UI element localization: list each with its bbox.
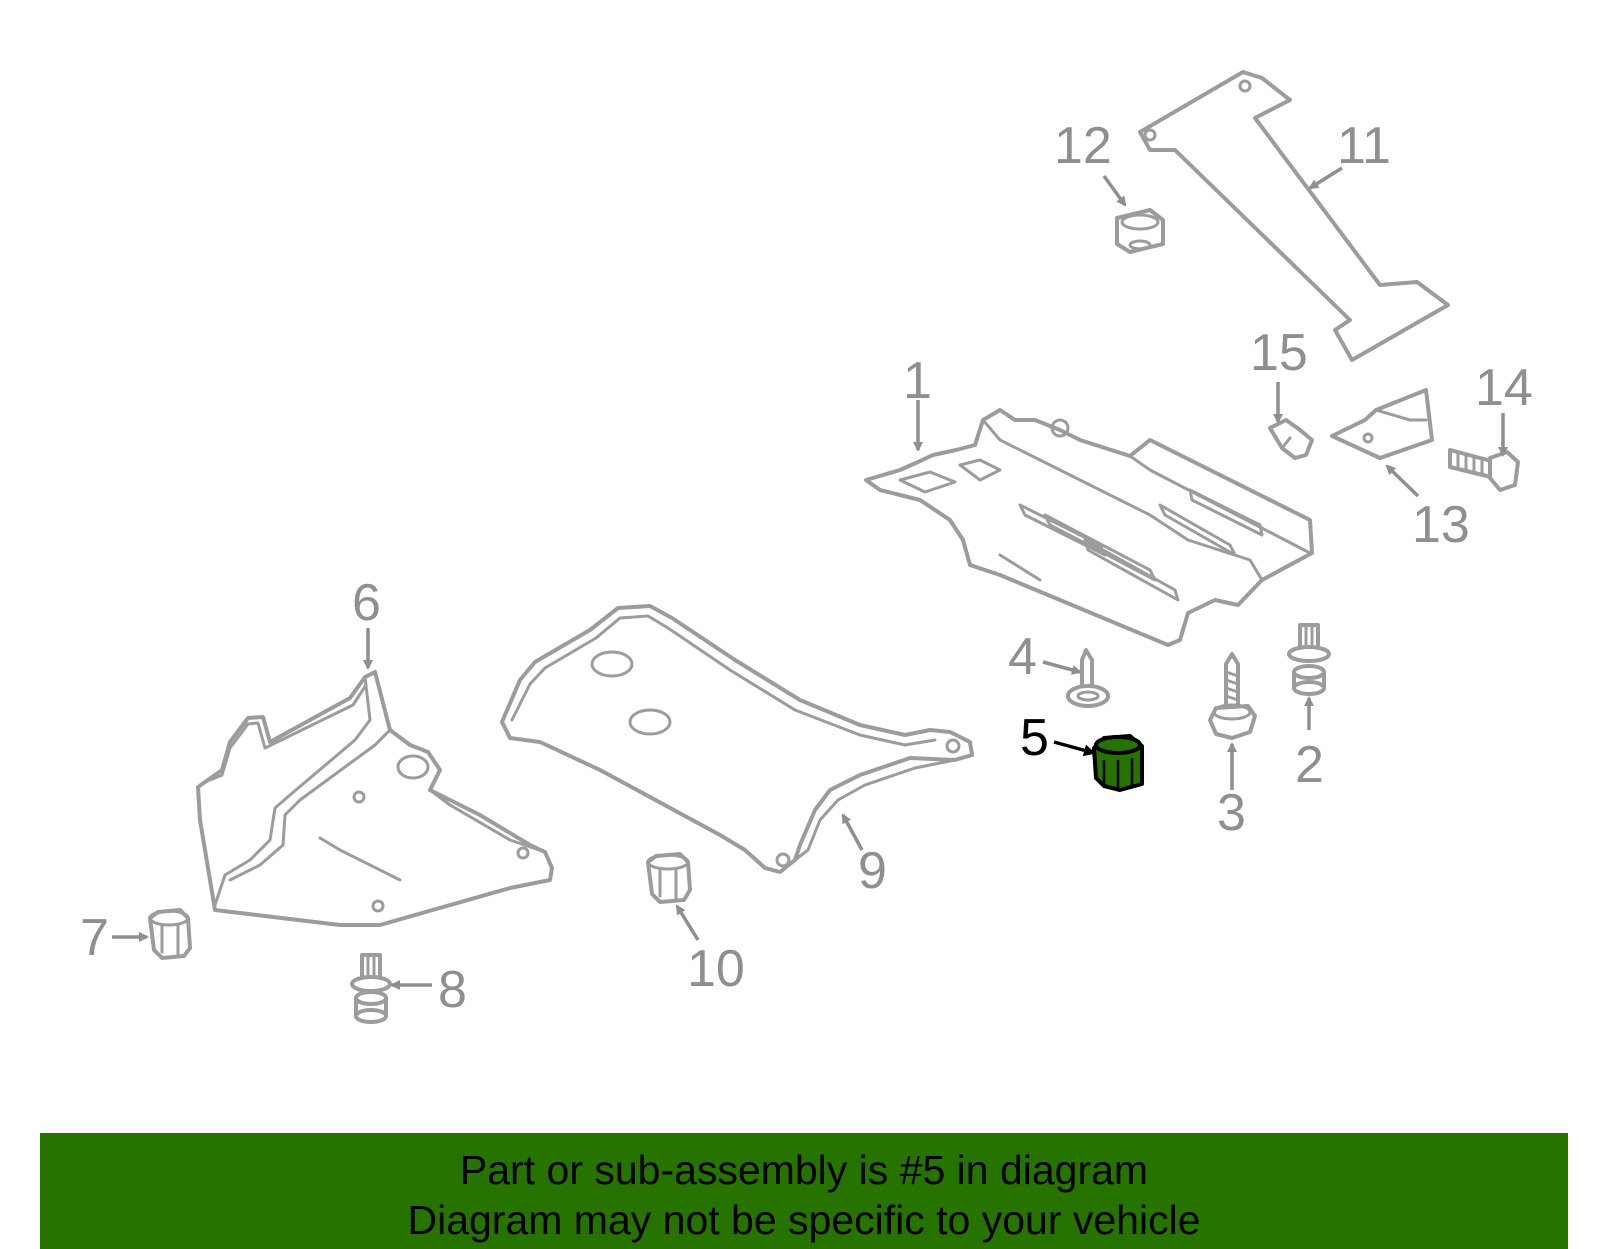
callout-13: 13 — [1412, 496, 1470, 554]
part-3-bolt — [1208, 652, 1257, 740]
arrow-11 — [1308, 166, 1343, 190]
part-8-clip — [350, 953, 392, 1024]
arrow-4 — [1042, 660, 1082, 675]
part-6-shield — [196, 670, 554, 927]
callout-12: 12 — [1054, 117, 1112, 175]
callout-7: 7 — [80, 909, 109, 967]
part-1-shield — [864, 408, 1314, 647]
callout-9: 9 — [858, 842, 887, 900]
arrow-13 — [1385, 464, 1420, 498]
part-2-clip — [1287, 623, 1331, 696]
banner-line-2: Diagram may not be specific to your vehi… — [407, 1197, 1201, 1243]
part-4-screw — [1066, 648, 1110, 708]
part-14-bolt — [1448, 448, 1520, 492]
arrow-12 — [1102, 174, 1127, 207]
callout-15: 15 — [1250, 324, 1308, 382]
callout-10: 10 — [687, 940, 745, 998]
callout-8: 8 — [438, 961, 467, 1019]
callout-2: 2 — [1295, 736, 1324, 794]
arrow-10 — [675, 904, 700, 941]
callout-4: 4 — [1008, 628, 1037, 686]
arrow-5 — [1053, 740, 1096, 757]
callout-labels: 1 2 3 4 5 6 7 8 9 10 11 12 13 14 15 — [80, 117, 1533, 1019]
leader-arrows — [112, 166, 1508, 990]
callout-11: 11 — [1337, 117, 1391, 175]
callout-3: 3 — [1217, 784, 1246, 842]
part-7-nut — [148, 908, 192, 960]
part-5-nut-highlighted — [1092, 734, 1144, 792]
parts-diagram: 1 2 3 4 5 6 7 8 9 10 11 12 13 14 15 — [80, 70, 1533, 1024]
part-15-clip — [1268, 418, 1314, 460]
info-banner: Part or sub-assembly is #5 in diagram Di… — [40, 1133, 1568, 1249]
part-12-nut — [1115, 208, 1165, 254]
part-9-shield — [500, 604, 974, 874]
part-10-nut — [646, 852, 692, 904]
arrow-9 — [841, 813, 864, 851]
callout-6: 6 — [352, 574, 381, 632]
banner-line-1: Part or sub-assembly is #5 in diagram — [459, 1147, 1149, 1193]
callout-5: 5 — [1020, 709, 1049, 767]
callout-1: 1 — [903, 352, 932, 410]
part-11-brace — [1138, 70, 1450, 362]
part-13-bracket — [1330, 388, 1434, 460]
callout-14: 14 — [1475, 359, 1533, 417]
